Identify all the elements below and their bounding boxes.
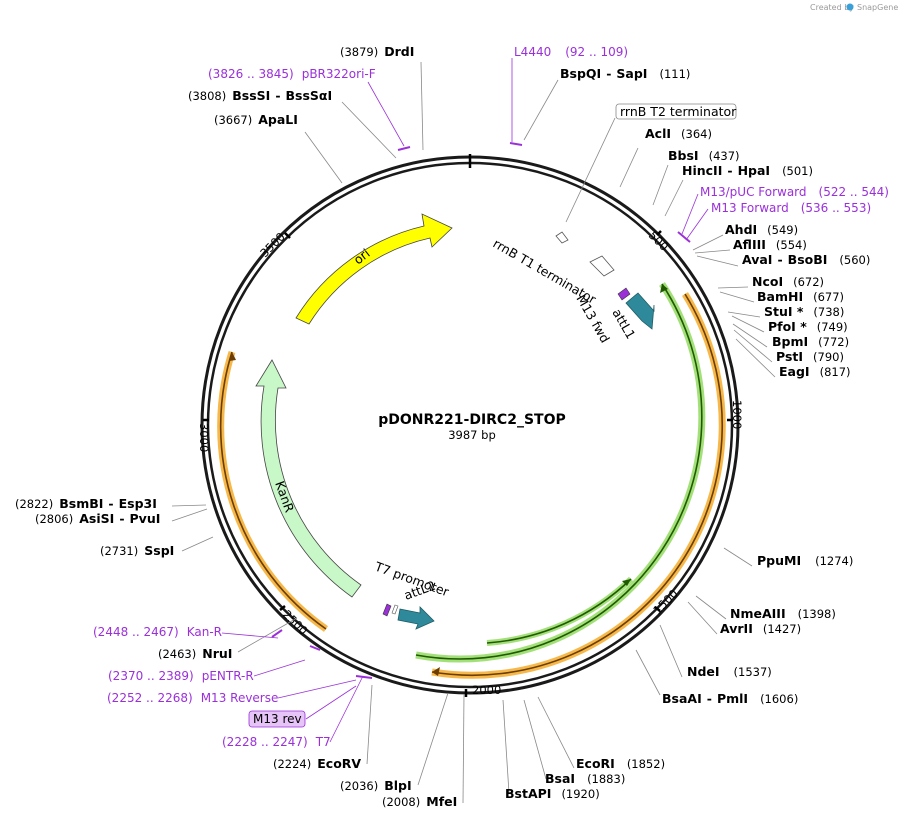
site-stui[interactable]: StuI *(738) — [764, 304, 844, 319]
site-avai[interactable]: AvaI-BsoBI(560) — [742, 252, 870, 267]
tick-3500 — [284, 232, 291, 239]
site-bbsi[interactable]: BbsI(437) — [668, 148, 740, 163]
plasmid-name: pDONR221-DIRC2_STOP — [378, 412, 566, 428]
primer-m13-reverse[interactable]: (2252 .. 2268)M13 Reverse — [107, 691, 278, 705]
site-afliii[interactable]: AflIII(554) — [733, 237, 807, 252]
green-arc-inner — [486, 578, 632, 644]
rrnb-t1-terminator-shape[interactable] — [589, 255, 615, 277]
site-pfoi[interactable]: PfoI *(749) — [768, 319, 848, 334]
site-drdi[interactable]: (3879)DrdI — [340, 44, 414, 59]
site-nrui[interactable]: (2463)NruI — [158, 646, 232, 661]
site-bpmi[interactable]: BpmI(772) — [772, 334, 849, 349]
rrnb-t2-label: rrnB T2 terminator — [620, 104, 737, 119]
orange-arc-right-head — [432, 667, 440, 676]
site-mfei[interactable]: (2008)MfeI — [382, 794, 457, 809]
attl1-feature-arrow[interactable] — [625, 292, 655, 330]
tick-label-1000: 1000 — [730, 400, 744, 429]
orange-arc-left-head — [229, 352, 236, 361]
site-ecori[interactable]: EcoRI(1852) — [576, 756, 665, 771]
site-blpi[interactable]: (2036)BlpI — [340, 778, 412, 793]
site-hincii[interactable]: HincII-HpaI(501) — [682, 163, 813, 178]
primer-m13-puc-forward[interactable]: M13/pUC Forward(522 .. 544) — [700, 185, 889, 199]
site-bsai[interactable]: BsaI(1883) — [545, 771, 625, 786]
primer-m13-rev[interactable]: M13 rev — [253, 712, 302, 726]
m13-rev-label-box — [248, 710, 306, 728]
site-ppumi[interactable]: PpuMI(1274) — [757, 553, 853, 568]
primer-pentr-r[interactable]: (2370 .. 2389)pENTR-R — [108, 669, 254, 683]
orange-arc-right — [431, 293, 723, 677]
site-bsmbi[interactable]: (2822)BsmBI-Esp3I — [15, 496, 157, 511]
m13-fwd-primer-shape[interactable] — [617, 287, 631, 301]
site-ahdi[interactable]: AhdI(549) — [725, 222, 798, 237]
rrnb-t2-leader — [565, 117, 616, 223]
tick-500 — [656, 230, 662, 236]
tick-label-500: 500 — [646, 228, 671, 253]
ori-feature-arrow[interactable] — [295, 213, 453, 325]
attl2-feature-arrow[interactable] — [397, 606, 435, 630]
site-bsssi[interactable]: (3808)BssSI-BssSαI — [188, 88, 332, 103]
site-ecorv[interactable]: (2224)EcoRV — [273, 756, 361, 771]
tick-label-3000: 3000 — [197, 423, 211, 452]
tick-marks — [203, 154, 733, 697]
credit-text: Created by — [810, 3, 854, 12]
site-bstapi[interactable]: BstAPI(1920) — [505, 786, 600, 801]
primer-pbr322ori-f[interactable]: (3826 .. 3845)pBR322ori-F — [208, 67, 376, 81]
site-apali[interactable]: (3667)ApaLI — [214, 112, 298, 127]
site-ncoi[interactable]: NcoI(672) — [752, 274, 824, 289]
t7-promoter-shape[interactable] — [391, 604, 399, 615]
site-sspi[interactable]: (2731)SspI — [100, 543, 174, 558]
t7-promoter-primer-shape[interactable] — [382, 603, 392, 617]
rrnb-t2-terminator-shape[interactable] — [555, 231, 569, 244]
tick-1500 — [654, 606, 661, 612]
site-asisi[interactable]: (2806)AsiSI-PvuI — [35, 511, 160, 526]
green-arc-inner-head — [622, 579, 631, 586]
site-bspqi[interactable]: BspQI-SapI(111) — [560, 66, 690, 81]
green-arc-outer — [415, 283, 703, 660]
rrnb-t2-label-box — [615, 103, 737, 120]
site-bamhi[interactable]: BamHI(677) — [757, 289, 844, 304]
tick-2500 — [279, 605, 286, 611]
primer-kan-r[interactable]: (2448 .. 2467)Kan-R — [93, 625, 222, 639]
site-bsaai[interactable]: BsaAI-PmlI(1606) — [662, 691, 798, 706]
site-nmeaiii[interactable]: NmeAIII(1398) — [730, 606, 836, 621]
kanr-feature-arrow[interactable] — [255, 359, 362, 598]
green-arc-outer-head — [660, 284, 668, 293]
primer-leaders — [221, 58, 709, 743]
site-leaders — [171, 61, 776, 804]
primer-t7[interactable]: (2228 .. 2247)T7 — [222, 735, 331, 749]
primer-m13-forward[interactable]: M13 Forward(536 .. 553) — [711, 201, 871, 215]
orange-arc-left — [219, 351, 327, 630]
primer-l4440[interactable]: L4440(92 .. 109) — [514, 45, 628, 59]
site-eagi[interactable]: EagI(817) — [779, 364, 851, 379]
site-psti[interactable]: PstI(790) — [776, 349, 844, 364]
site-ndei[interactable]: NdeI(1537) — [687, 664, 772, 679]
site-avrii[interactable]: AvrII(1427) — [720, 621, 801, 636]
tick-label-2000: 2000 — [472, 683, 501, 697]
plasmid-length: 3987 bp — [448, 428, 496, 442]
credit-brand: SnapGene — [857, 3, 898, 12]
site-acli[interactable]: AclI(364) — [645, 126, 712, 141]
snapgene-logo-icon — [846, 3, 854, 11]
